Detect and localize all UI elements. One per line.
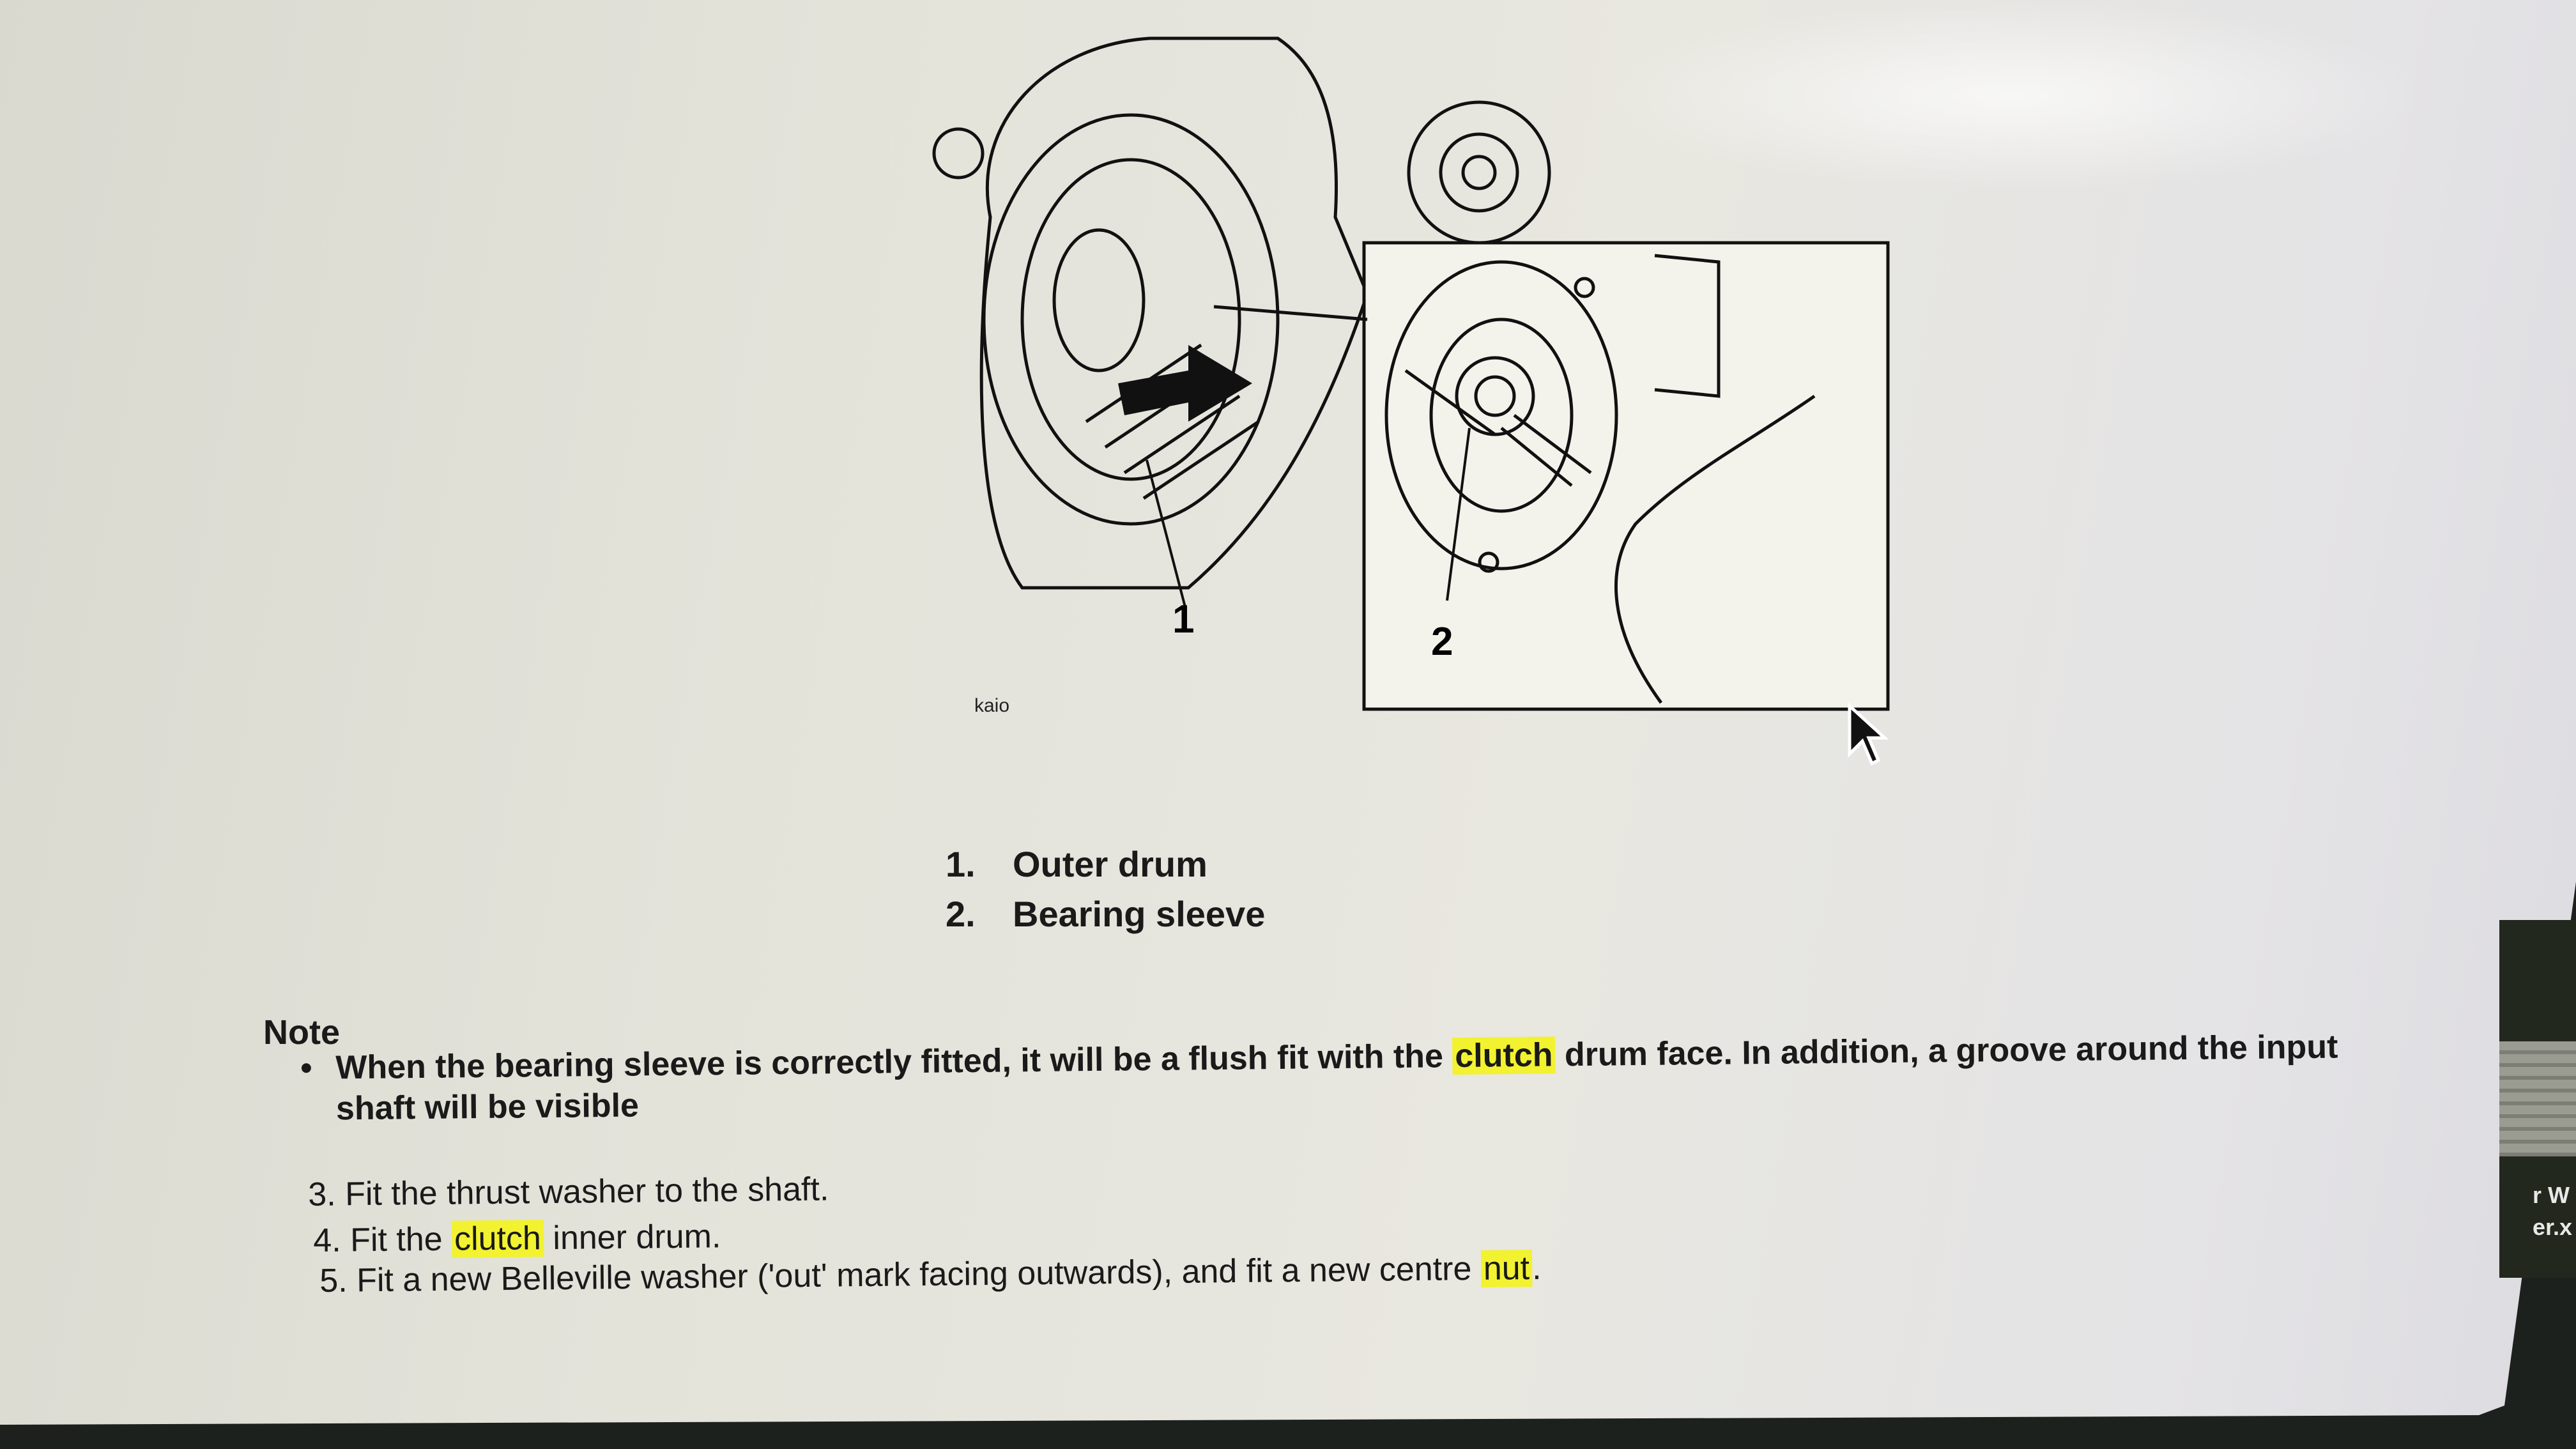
step-text: Fit the xyxy=(349,1220,452,1259)
note-heading: Note xyxy=(263,1013,340,1052)
window-label: r W xyxy=(2533,1182,2570,1208)
step-text: Fit the thrust washer to the shaft. xyxy=(344,1170,829,1213)
window-label: er.x xyxy=(2533,1214,2573,1240)
mouse-cursor-icon xyxy=(1848,703,1889,766)
step-text: . xyxy=(1531,1249,1542,1287)
legend-number: 1. xyxy=(946,844,976,884)
callout-2: 2 xyxy=(1431,620,1453,664)
legend-number: 2. xyxy=(946,894,976,934)
step-number: 5. xyxy=(319,1262,348,1300)
callout-1: 1 xyxy=(1172,597,1194,641)
legend-label: Outer drum xyxy=(1013,844,1208,884)
step-number: 3. xyxy=(308,1176,336,1213)
step-number: 4. xyxy=(313,1222,341,1259)
step-text: inner drum. xyxy=(543,1218,721,1257)
step-item: 3. Fit the thrust washer to the shaft. xyxy=(308,1170,829,1214)
legend-label: Bearing sleeve xyxy=(1013,894,1266,934)
step-item: 4. Fit the clutch inner drum. xyxy=(313,1217,721,1260)
search-highlight: clutch xyxy=(451,1220,544,1258)
note-bullet: • When the bearing sleeve is correctly f… xyxy=(300,1025,2409,1130)
screen-glare xyxy=(1597,0,2428,192)
window-thumbnail xyxy=(2499,1041,2576,1156)
legend-item: 2. Bearing sleeve xyxy=(946,893,1265,935)
legend-item: 1. Outer drum xyxy=(946,843,1208,885)
background-window: r W er.x xyxy=(2499,920,2576,1278)
figure-credit: kaio xyxy=(974,695,1010,716)
search-highlight: nut xyxy=(1480,1250,1533,1287)
note-text: When the bearing sleeve is correctly fit… xyxy=(335,1038,1453,1087)
search-highlight: clutch xyxy=(1452,1036,1556,1075)
bullet-icon: • xyxy=(300,1049,312,1087)
clutch-diagram: 1 2 xyxy=(932,36,1890,711)
